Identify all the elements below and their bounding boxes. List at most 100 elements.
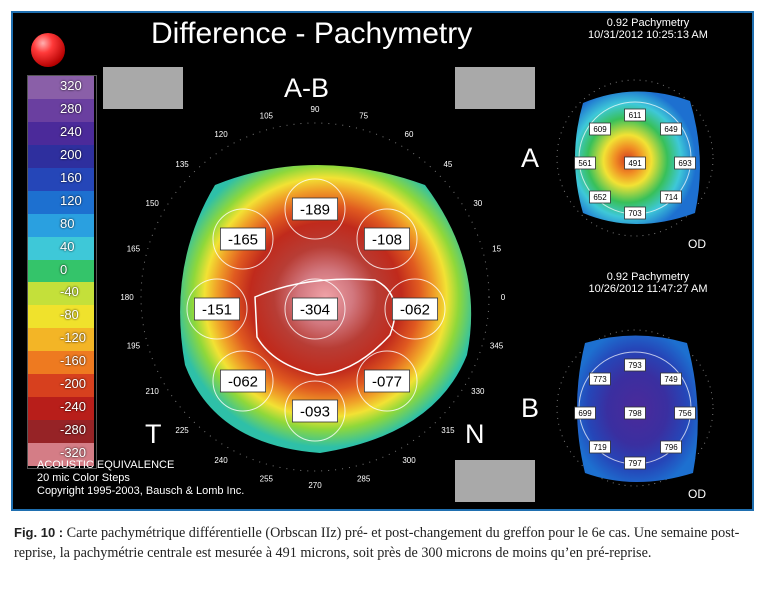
scale-step: 80: [28, 213, 94, 238]
scale-step-value: 160: [60, 169, 82, 185]
value-box: [660, 122, 682, 136]
angle-tick-label: 90: [311, 105, 320, 114]
scale-step: -40: [28, 282, 94, 306]
value-label-right: 693: [678, 159, 692, 168]
footer-line-1: ACOUSTIC EQUIVALENCE: [37, 459, 175, 471]
value-box: [220, 369, 267, 393]
gray-box-bottom-right: [455, 460, 535, 502]
angle-tick-label: 270: [308, 481, 322, 490]
angle-ticks: 0153045607590105120135150165180195210225…: [120, 105, 505, 490]
angle-tick-label: 45: [443, 160, 452, 169]
value-box: [589, 190, 611, 204]
value-box: [660, 372, 682, 386]
value-box: [220, 227, 267, 251]
value-label-bottom-left: -062: [228, 373, 258, 390]
angle-tick-label: 30: [473, 199, 482, 208]
value-box: [194, 297, 241, 321]
value-label-bottom-right: 796: [664, 443, 678, 452]
value-box: [589, 440, 611, 454]
value-label-center: -304: [300, 301, 330, 318]
value-box: [574, 156, 596, 170]
value-label-top-right: 749: [664, 375, 678, 384]
gray-box-top-left: [103, 67, 183, 109]
scale-step: 280: [28, 98, 94, 123]
scale-step: 0: [28, 259, 94, 283]
scale-step-value: 240: [60, 123, 82, 139]
scale-step: 200: [28, 144, 94, 169]
value-label-bottom: -093: [300, 403, 330, 420]
angle-tick-label: 315: [441, 426, 455, 435]
map-a-header: 0.92 Pachymetry 10/31/2012 10:25:13 AM: [573, 17, 723, 41]
value-box: [624, 156, 646, 170]
scale-step: 40: [28, 236, 94, 261]
value-label-top-right: 649: [664, 125, 678, 134]
value-box: [624, 406, 646, 420]
angle-tick-label: 210: [146, 387, 160, 396]
value-box: [624, 206, 646, 220]
difference-map: 0153045607590105120135150165180195210225…: [120, 105, 505, 490]
scale-step-value: 200: [60, 146, 82, 162]
scale-step-value: -80: [60, 307, 79, 323]
value-box: [589, 372, 611, 386]
angle-tick-label: 135: [175, 160, 189, 169]
value-label-right: 756: [678, 409, 692, 418]
value-box: [674, 156, 696, 170]
angle-tick-label: 300: [402, 456, 416, 465]
gray-box-top-right: [455, 67, 535, 109]
scale-step: 320: [28, 76, 94, 100]
map-a-timestamp: 10/31/2012 10:25:13 AM: [588, 29, 708, 41]
scale-step: -280: [28, 420, 94, 444]
value-label-right: -062: [400, 301, 430, 318]
scale-step-value: -40: [60, 284, 79, 300]
scale-step-value: 320: [60, 78, 82, 93]
value-label-top: -189: [300, 201, 330, 218]
value-label-bottom: 703: [628, 209, 642, 218]
scale-step-value: -120: [60, 330, 87, 346]
angle-tick-label: 0: [501, 293, 506, 302]
map-b-timestamp: 10/26/2012 11:47:27 AM: [588, 283, 708, 295]
value-label-center: 491: [628, 159, 642, 168]
scale-step: -80: [28, 305, 94, 329]
scale-step-value: 0: [60, 261, 68, 277]
angle-tick-label: 105: [260, 111, 274, 120]
value-label-left: -151: [202, 301, 232, 318]
main-value-labels: -189 -165 -108 -151 -304 -062 -062 -093 -077: [194, 197, 438, 423]
value-label-bottom-right: -077: [372, 373, 402, 390]
scale-step-value: -240: [60, 399, 87, 415]
angle-tick-label: 285: [357, 475, 371, 484]
value-box: [291, 399, 338, 423]
orbscan-display: Difference - Pachymetry 320 280 240 200 160 1…: [11, 11, 754, 511]
map-b-title: 0.92 Pachymetry: [606, 271, 690, 283]
angle-tick-label: 120: [214, 130, 228, 139]
value-label-top-right: -108: [372, 231, 402, 248]
value-box: [624, 456, 646, 470]
value-box: [660, 190, 682, 204]
caption-text: Carte pachymétrique différentielle (Orbs…: [14, 525, 740, 561]
angle-tick-label: 255: [260, 475, 274, 484]
angle-tick-label: 330: [471, 387, 485, 396]
page-title: Difference - Pachymetry: [151, 17, 473, 50]
scale-step: -120: [28, 328, 94, 352]
value-box: [624, 358, 646, 372]
value-label-bottom-right: 714: [664, 193, 678, 202]
figure-caption: Fig. 10 : Carte pachymétrique différenti…: [14, 523, 754, 563]
value-label-top-left: -165: [228, 231, 258, 248]
angle-tick-label: 60: [405, 130, 414, 139]
angle-tick-label: 345: [490, 342, 504, 351]
angle-tick-label: 225: [175, 426, 189, 435]
map-a-title: 0.92 Pachymetry: [606, 17, 690, 29]
value-label-left: 561: [578, 159, 592, 168]
value-label-top-left: 609: [593, 125, 607, 134]
scale-step: -200: [28, 374, 94, 398]
value-box: [574, 406, 596, 420]
footer-notes: ACOUSTIC EQUIVALENCE 20 mic Color Steps …: [37, 459, 244, 498]
caption-prefix: Fig. 10 :: [14, 525, 64, 540]
value-box: [291, 197, 338, 221]
scale-step-value: 280: [60, 100, 82, 116]
map-b-label: B: [521, 393, 540, 423]
scale-step: 160: [28, 167, 94, 192]
scale-step-value: -160: [60, 353, 87, 369]
